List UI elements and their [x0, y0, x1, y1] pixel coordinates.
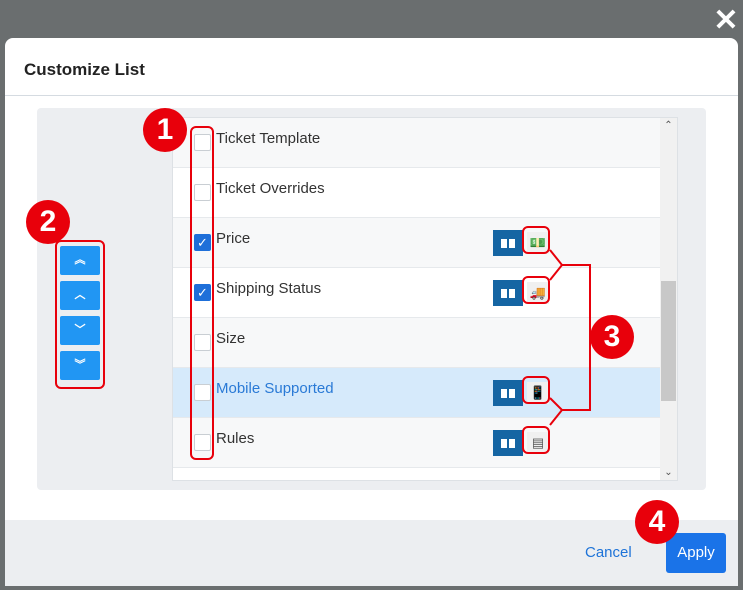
list-item[interactable]: Size [173, 318, 661, 368]
divider [5, 95, 738, 96]
item-label: Ticket Template [216, 130, 321, 147]
cancel-button[interactable]: Cancel [585, 544, 632, 561]
move-buttons-highlight [55, 240, 105, 389]
close-icon[interactable]: ✕ [713, 4, 739, 37]
list-item[interactable]: Ticket Overrides [173, 168, 661, 218]
scroll-up-icon[interactable]: ⌃ [664, 120, 673, 131]
column-toggle-button[interactable] [493, 380, 523, 406]
list-icon: ▤ [527, 432, 549, 454]
annotation-badge-2: 2 [26, 200, 70, 244]
list-item[interactable]: Rules ▤ [173, 418, 661, 468]
dialog-footer: Cancel Apply [5, 520, 738, 586]
item-label: Shipping Status [216, 280, 322, 297]
item-label: Ticket Overrides [216, 180, 325, 197]
move-down-button[interactable]: ﹀ [60, 316, 100, 345]
move-top-button[interactable]: ︽ [60, 246, 100, 275]
item-label: Rules [216, 430, 255, 447]
scrollbar-thumb[interactable] [661, 281, 676, 401]
item-checkbox[interactable] [194, 334, 211, 351]
item-checkbox[interactable] [194, 384, 211, 401]
apply-button[interactable]: Apply [666, 533, 726, 573]
column-toggle-button[interactable] [493, 280, 523, 306]
truck-icon: 🚚 [527, 282, 549, 304]
scroll-down-icon[interactable]: ⌄ [664, 467, 673, 478]
scrollbar[interactable]: ⌃ ⌄ [660, 118, 677, 480]
list-item[interactable]: ✓ Shipping Status 🚚 [173, 268, 661, 318]
item-checkbox[interactable] [194, 134, 211, 151]
item-checkbox[interactable] [194, 184, 211, 201]
column-toggle-button[interactable] [493, 230, 523, 256]
annotation-badge-3: 3 [590, 315, 634, 359]
annotation-badge-1: 1 [143, 108, 187, 152]
icon-highlight [522, 426, 550, 454]
item-label: Size [216, 330, 246, 347]
annotation-badge-4: 4 [635, 500, 679, 544]
checkbox-highlight [190, 126, 214, 460]
icon-highlight [522, 376, 550, 404]
column-toggle-button[interactable] [493, 430, 523, 456]
move-bottom-button[interactable]: ︾ [60, 351, 100, 380]
item-label: Mobile Supported [216, 380, 334, 397]
mobile-icon: 📱 [527, 382, 549, 404]
dialog-title: Customize List [24, 60, 145, 79]
item-checkbox[interactable]: ✓ [194, 284, 211, 301]
item-label: Price [216, 230, 251, 247]
list-item[interactable]: ✓ Price 💵 [173, 218, 661, 268]
list-item[interactable]: Ticket Template [173, 118, 661, 168]
money-icon: 💵 [527, 232, 549, 254]
move-up-button[interactable]: ︿ [60, 281, 100, 310]
icon-highlight [522, 226, 550, 254]
item-checkbox[interactable]: ✓ [194, 234, 211, 251]
item-checkbox[interactable] [194, 434, 211, 451]
icon-highlight [522, 276, 550, 304]
